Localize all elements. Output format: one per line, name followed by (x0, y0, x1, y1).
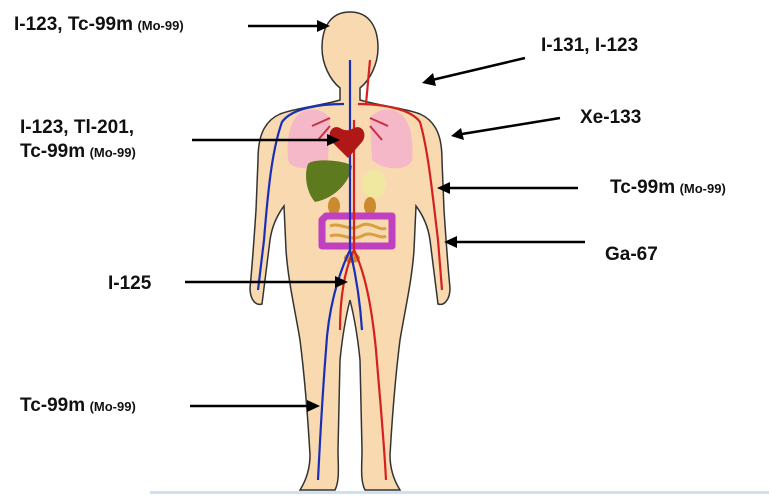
label-heart: I-123, Tl-201, Tc-99m (Mo-99) (20, 116, 136, 164)
stomach (362, 170, 386, 198)
label-soft-tissue: Ga-67 (605, 243, 658, 267)
label-leg: Tc-99m (Mo-99) (20, 394, 136, 418)
arrow-head-label (248, 20, 330, 32)
arrow-soft-tissue-label (444, 236, 585, 248)
label-leg-sub: (Mo-99) (90, 399, 136, 414)
label-thyroid: I-131, I-123 (541, 34, 638, 58)
label-abdomen: I-125 (108, 272, 151, 296)
label-lungs-main: Xe-133 (580, 107, 641, 128)
label-heart-main: Tc-99m (20, 141, 85, 162)
arrow-arm-label (437, 182, 578, 194)
arrow-leg-label (190, 400, 320, 412)
label-abdomen-main: I-125 (108, 273, 151, 294)
label-head-main: I-123, Tc-99m (14, 14, 133, 35)
kidney-left (328, 197, 340, 215)
label-lungs: Xe-133 (580, 106, 641, 130)
label-heart-line1: I-123, Tl-201, (20, 116, 136, 140)
label-arm-sub: (Mo-99) (680, 181, 726, 196)
kidney-right (364, 197, 376, 215)
label-head: I-123, Tc-99m (Mo-99) (14, 13, 184, 37)
label-thyroid-main: I-131, I-123 (541, 35, 638, 56)
label-head-sub: (Mo-99) (137, 18, 183, 33)
bottom-divider (150, 491, 769, 494)
label-heart-sub: (Mo-99) (90, 145, 136, 160)
arrow-lungs-label (451, 118, 560, 140)
arrow-thyroid-label (422, 58, 525, 86)
label-soft-tissue-main: Ga-67 (605, 244, 658, 265)
label-arm-main: Tc-99m (610, 177, 675, 198)
label-leg-main: Tc-99m (20, 395, 85, 416)
label-arm: Tc-99m (Mo-99) (610, 176, 726, 200)
